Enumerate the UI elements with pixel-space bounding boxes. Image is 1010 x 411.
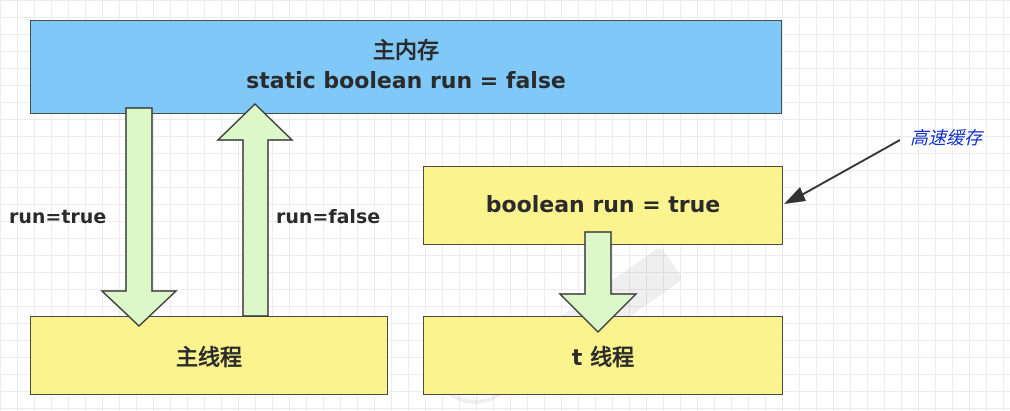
cache-pointer-head [784,187,806,204]
arrow-down-cache-to-thread [558,231,638,334]
main-thread-label: 主线程 [175,345,242,371]
cache-annotation-label: 高速缓存 [910,128,982,149]
main-memory-code: static boolean run = false [246,69,566,94]
main-memory-box: 主内存 static boolean run = false [30,20,782,114]
t-thread-box: t 线程 [423,316,783,395]
run-true-label: run=true [9,206,107,228]
cache-pointer-line [797,139,901,198]
arrow-up-run-false [216,102,294,317]
main-thread-box: 主线程 [30,316,388,395]
main-memory-title: 主内存 [372,39,439,65]
arrow-down-run-true [100,107,178,328]
run-false-label: run=false [276,206,381,228]
t-thread-label: t 线程 [571,345,635,371]
cache-code: boolean run = true [485,193,721,218]
